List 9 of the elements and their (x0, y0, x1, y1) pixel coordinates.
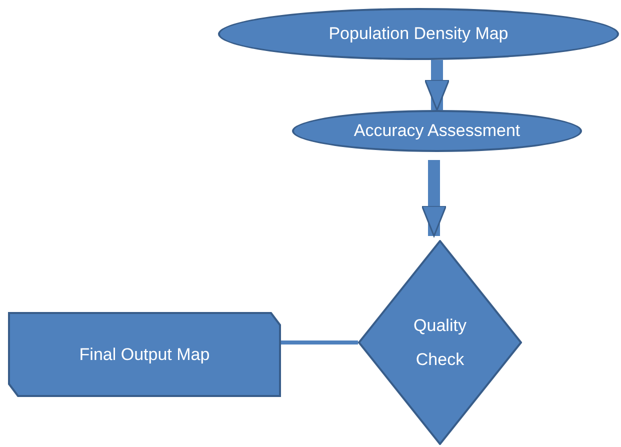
decision-diamond (358, 240, 522, 445)
block-arrow (424, 60, 450, 111)
connector-line (281, 340, 358, 344)
node-label: Accuracy Assessment (354, 120, 520, 142)
process-box (8, 312, 281, 397)
node-label: Final Output Map (79, 344, 210, 366)
node-label: Population Density Map (328, 23, 508, 45)
node-label: Quality Check (412, 314, 468, 370)
block-arrow (421, 160, 447, 237)
